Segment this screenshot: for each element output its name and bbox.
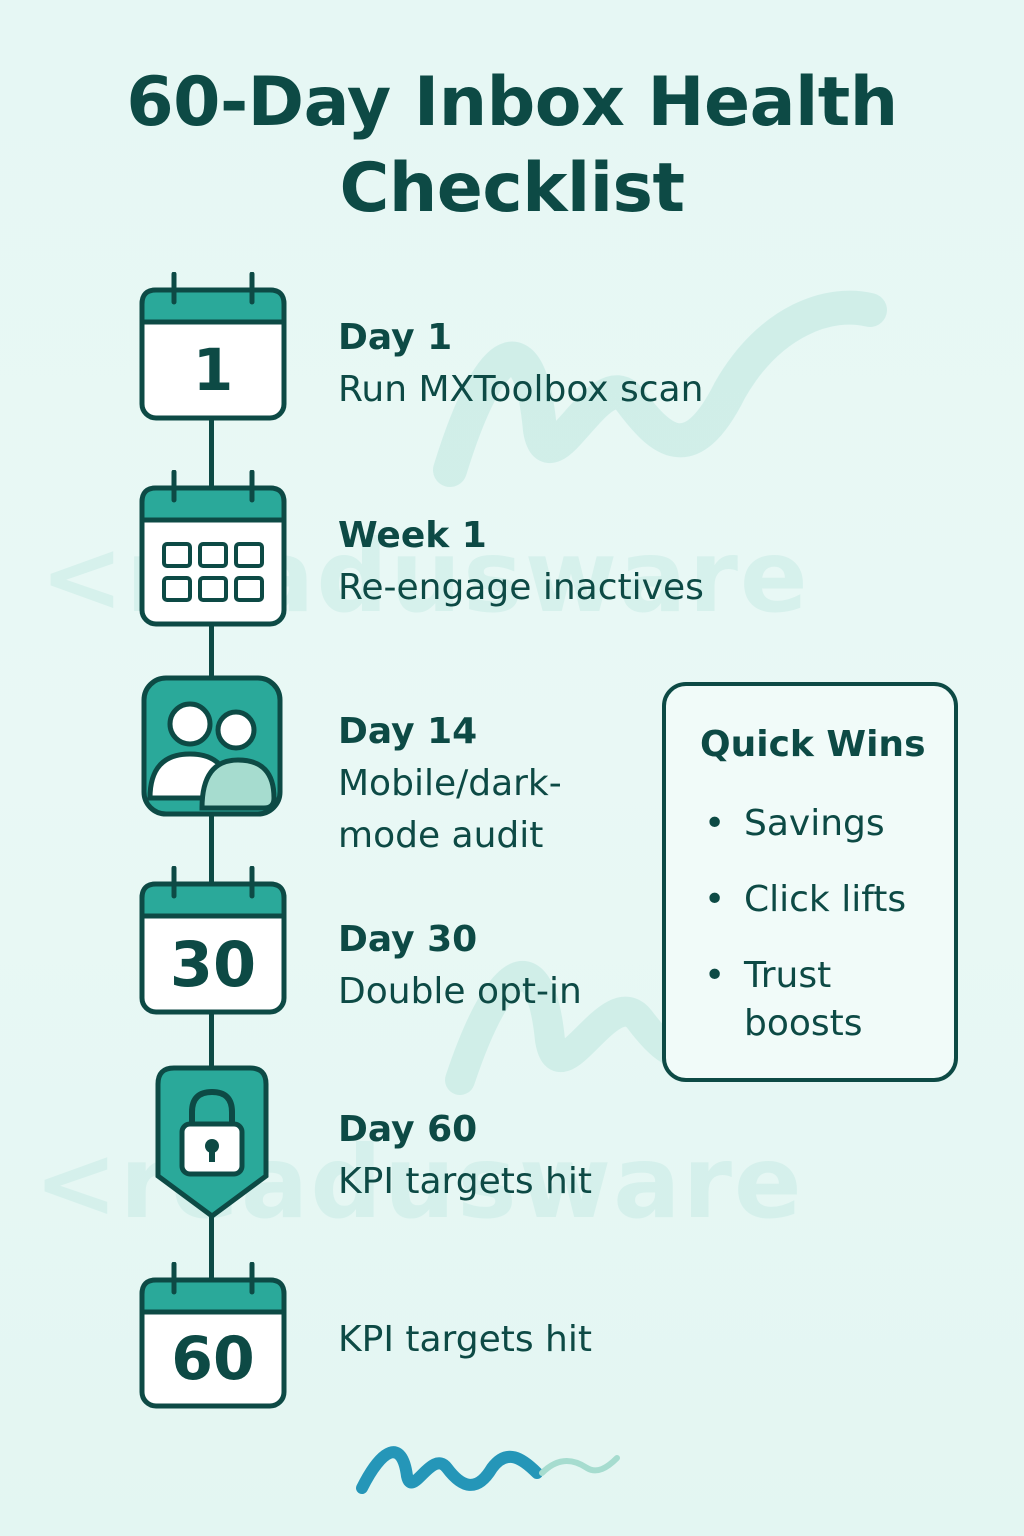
- step-label: Day 30: [338, 919, 478, 960]
- page-title-line: 60-Day Inbox Health: [126, 63, 898, 142]
- step-description: KPI targets hit: [338, 1161, 592, 1202]
- step-description: KPI targets hit: [338, 1319, 592, 1360]
- step-icon: [138, 469, 288, 634]
- step-icon: [154, 1064, 270, 1224]
- list-item-text: Click lifts: [744, 879, 907, 920]
- step-icon: 1: [138, 271, 288, 428]
- page-title: 60-Day Inbox Health Checklist: [0, 60, 1024, 232]
- timeline-step: KPI targets hit: [338, 1314, 592, 1366]
- calendar-number: 30: [170, 928, 256, 1001]
- calendar-grid-icon: [139, 469, 287, 627]
- lock-shield-icon: [155, 1065, 269, 1220]
- step-description: Mobile/dark-: [338, 763, 562, 804]
- list-item: • Savings: [702, 800, 954, 848]
- step-label: Week 1: [338, 515, 487, 556]
- timeline-step: Day 1 Run MXToolbox scan: [338, 312, 703, 416]
- users-icon: [141, 675, 283, 817]
- step-description: Double opt-in: [338, 971, 582, 1012]
- step-label: Day 14: [338, 711, 478, 752]
- bullet-icon: •: [704, 803, 726, 844]
- timeline-line: [209, 400, 214, 1320]
- quick-wins-card: Quick Wins • Savings • Click lifts • Tru…: [662, 682, 958, 1082]
- calendar-icon: 60: [139, 1261, 287, 1409]
- step-description: Re-engage inactives: [338, 567, 704, 608]
- step-icon: 30: [138, 865, 288, 1022]
- page-title-line: Checklist: [339, 149, 685, 228]
- bullet-icon: •: [704, 955, 726, 996]
- step-label: Day 60: [338, 1109, 478, 1150]
- calendar-icon: 30: [139, 865, 287, 1015]
- bullet-icon: •: [704, 879, 726, 920]
- timeline-step: Day 14 Mobile/dark- mode audit: [338, 706, 562, 862]
- list-item-text: boosts: [744, 1003, 863, 1044]
- list-item: • Click lifts: [702, 876, 954, 924]
- list-item-text: Trust: [744, 955, 832, 996]
- step-description: mode audit: [338, 815, 544, 856]
- quick-wins-title: Quick Wins: [700, 724, 926, 765]
- quick-wins-list: • Savings • Click lifts • Trust boosts: [702, 800, 954, 1076]
- list-item: • Trust boosts: [702, 952, 954, 1048]
- step-icon: [140, 674, 284, 822]
- calendar-number: 1: [193, 336, 233, 404]
- brand-logo-icon: [356, 1446, 620, 1494]
- step-description: Run MXToolbox scan: [338, 369, 704, 410]
- watermark-scribble-icon: [433, 290, 887, 487]
- calendar-icon: 1: [139, 271, 287, 421]
- step-label: Day 1: [338, 317, 453, 358]
- timeline-step: Week 1 Re-engage inactives: [338, 510, 704, 614]
- calendar-number: 60: [171, 1324, 255, 1394]
- step-icon: 60: [138, 1261, 288, 1414]
- timeline-step: Day 30 Double opt-in: [338, 914, 582, 1018]
- list-item-text: Savings: [744, 803, 885, 844]
- timeline-step: Day 60 KPI targets hit: [338, 1104, 592, 1208]
